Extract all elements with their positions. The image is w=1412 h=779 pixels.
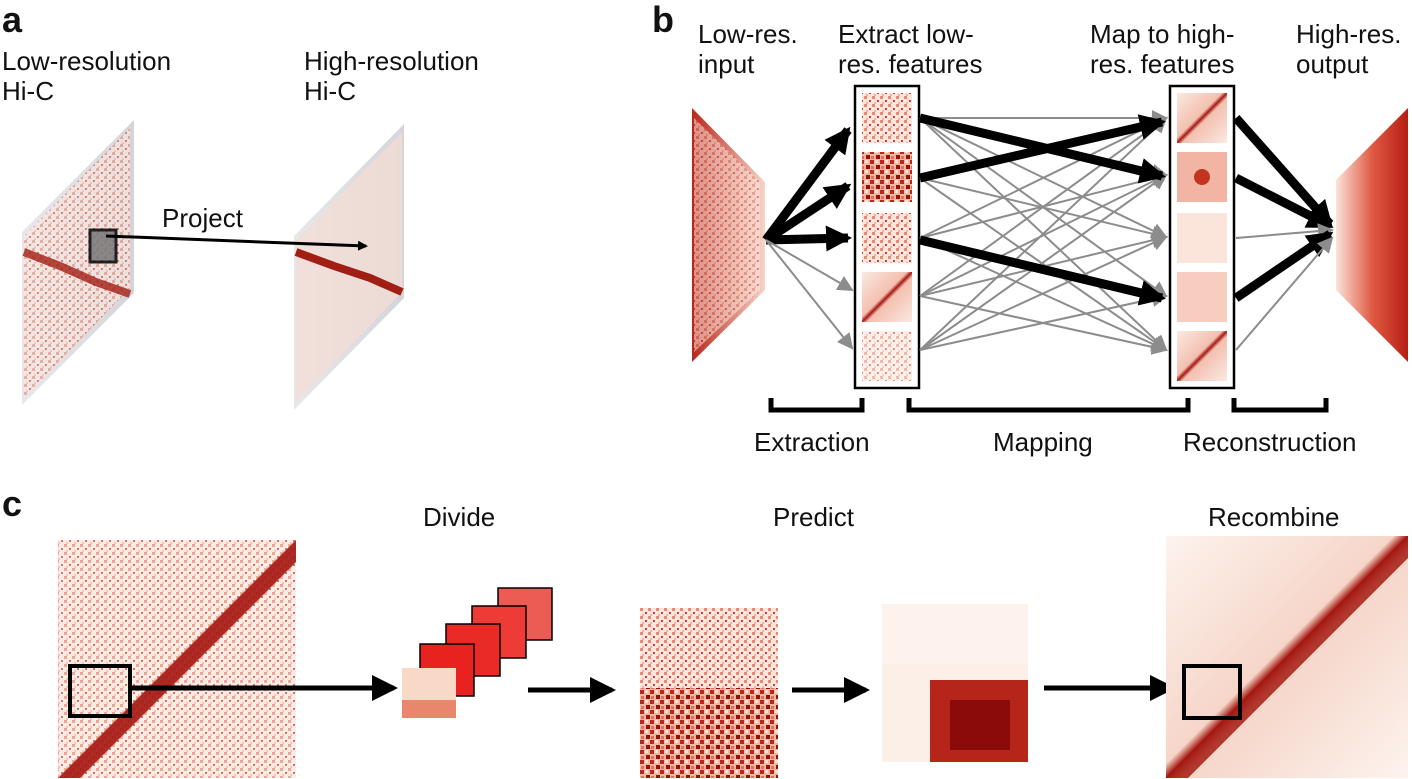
- stage-mapping-label: Mapping: [993, 427, 1093, 457]
- reconstruction-arrows: [1232, 115, 1334, 351]
- mapping-arrows: [919, 110, 1168, 355]
- extraction-arrows: [762, 126, 854, 350]
- low-resolution-label: Low-resolution Hi-C: [2, 46, 172, 106]
- step-predict-label: Predict: [773, 502, 854, 532]
- predict-output-patch: [882, 604, 1028, 762]
- stage-reconstruction-label: Reconstruction: [1183, 427, 1357, 457]
- panel-a-letter: a: [2, 0, 23, 40]
- header-low-res-input: Low-res. input: [698, 19, 798, 79]
- high-res-plane: [294, 124, 404, 410]
- divided-patches: [402, 587, 553, 718]
- high-res-feature-column: [1168, 84, 1236, 390]
- panel-c-letter: c: [2, 483, 23, 524]
- predict-input-patch: [640, 608, 778, 778]
- header-map-features: Map to high- res. features: [1090, 19, 1235, 79]
- low-res-hic-map: [58, 540, 296, 778]
- project-arrow: [105, 234, 368, 251]
- header-extract-features: Extract low- res. features: [838, 19, 983, 79]
- stage-extraction-label: Extraction: [754, 427, 870, 457]
- step-divide-label: Divide: [423, 502, 496, 532]
- stage-brackets: [768, 398, 1329, 413]
- step-recombine-label: Recombine: [1208, 502, 1340, 532]
- project-label: Project: [162, 203, 243, 233]
- high-resolution-label: High-resolution Hi-C: [304, 46, 479, 106]
- recombined-hic-map: [1166, 536, 1408, 778]
- panel-b-letter: b: [652, 0, 674, 40]
- low-res-plane: [22, 120, 134, 405]
- mapping-strong-arrows: [918, 113, 1166, 306]
- high-res-output-triangle: [1336, 108, 1408, 362]
- header-high-res-output: High-res. output: [1296, 19, 1402, 79]
- extract-feature-column: [853, 84, 921, 390]
